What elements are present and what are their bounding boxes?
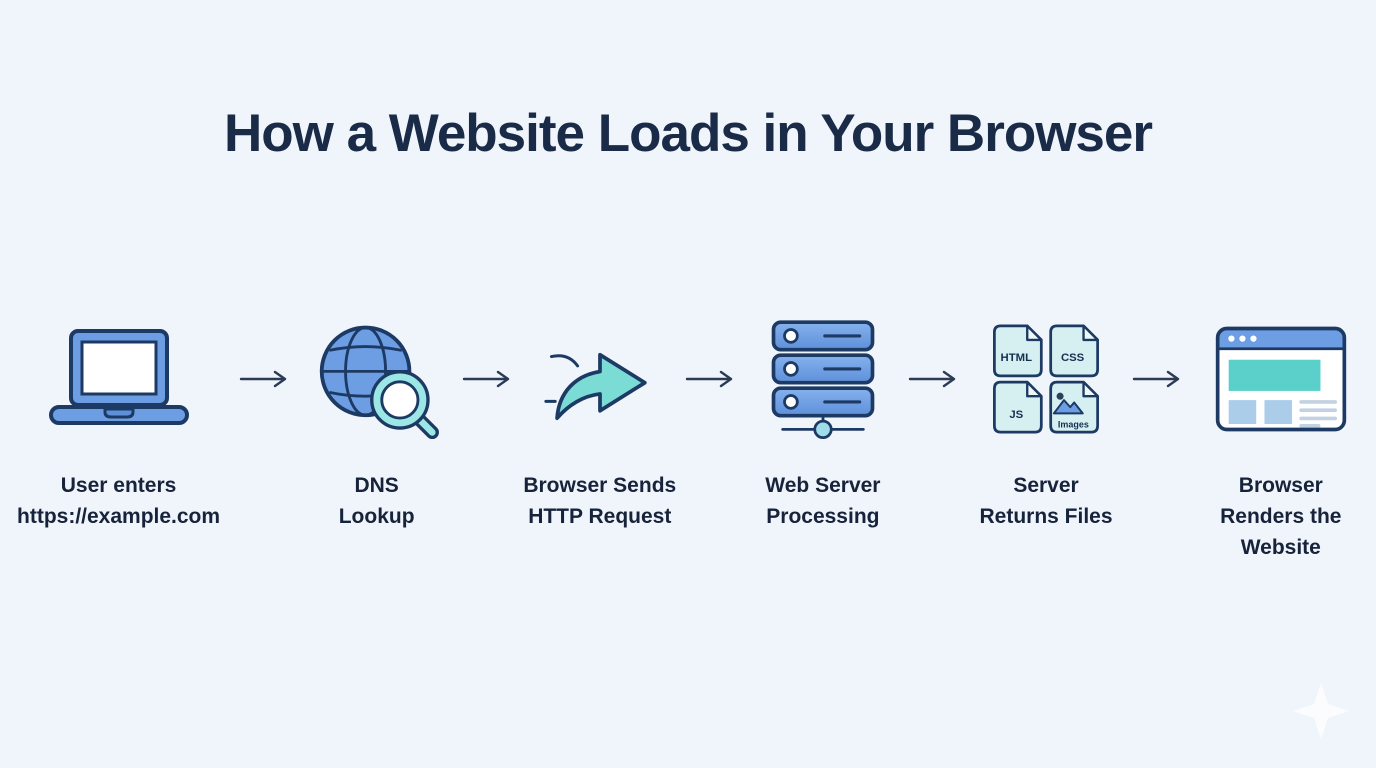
globe-search-icon: [314, 304, 440, 454]
step-web-server-processing: Web Server Processing: [739, 304, 906, 532]
browser-window-icon: [1212, 304, 1350, 454]
step-label: Web Server Processing: [765, 474, 881, 528]
watermark-sparkle-icon: [1292, 682, 1350, 740]
step-label: Browser Renders the Website: [1220, 474, 1342, 559]
flow-arrow-icon: [908, 304, 960, 454]
laptop-icon: [48, 304, 190, 454]
page-title: How a Website Loads in Your Browser: [223, 104, 1153, 163]
flow-diagram: User enters https://example.com: [0, 304, 1376, 563]
images-file-icon: Images: [1049, 380, 1099, 434]
flow-arrow-icon: [462, 304, 514, 454]
html-file-icon: HTML: [993, 324, 1043, 378]
flow-arrow-icon: [685, 304, 737, 454]
svg-text:HTML: HTML: [1001, 352, 1033, 364]
svg-text:Images: Images: [1058, 419, 1089, 429]
step-dns-lookup: DNS Lookup: [293, 304, 460, 532]
css-file-icon: CSS: [1049, 324, 1099, 378]
flow-arrow-icon: [1132, 304, 1184, 454]
step-user-enters-url: User enters https://example.com: [0, 304, 237, 532]
step-label: Browser Sends HTTP Request: [523, 474, 677, 528]
flow-arrow-icon: [239, 304, 291, 454]
step-browser-sends-http-request: Browser Sends HTTP Request: [516, 304, 683, 532]
step-label: Server Returns Files: [979, 474, 1113, 528]
svg-text:JS: JS: [1009, 409, 1023, 421]
js-file-icon: JS: [993, 380, 1043, 434]
step-browser-renders-website: Browser Renders the Website: [1186, 304, 1376, 563]
file-group-icon: HTML CSS JS: [985, 304, 1107, 454]
step-label: DNS Lookup: [338, 474, 415, 528]
server-stack-icon: [768, 304, 878, 454]
step-server-returns-files: HTML CSS JS: [962, 304, 1129, 532]
svg-text:CSS: CSS: [1061, 352, 1085, 364]
send-arrow-icon: [544, 304, 656, 454]
step-label: User enters https://example.com: [17, 474, 221, 528]
